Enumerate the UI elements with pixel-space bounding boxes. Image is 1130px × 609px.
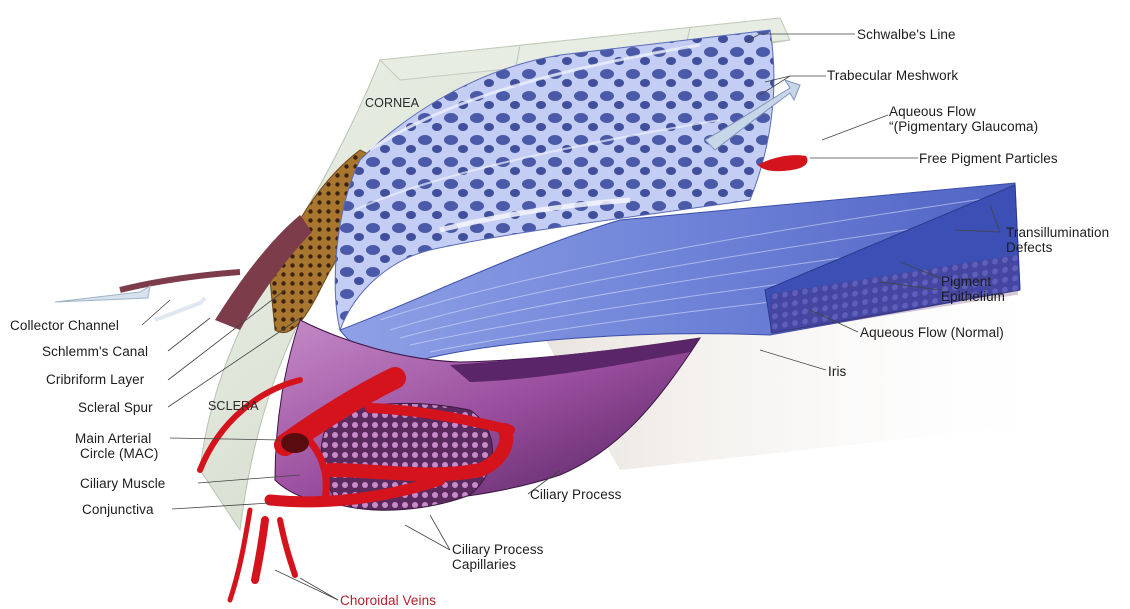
sclera-label: SCLERA xyxy=(208,399,259,414)
schlemms-canal-label: Schlemm's Canal xyxy=(42,344,148,359)
main-arterial-circle-label-line2: Circle (MAC) xyxy=(80,446,158,461)
aqueous-flow-pigmentary-label-line2: “(Pigmentary Glaucoma) xyxy=(889,119,1038,134)
conjunctiva-label: Conjunctiva xyxy=(82,502,154,517)
ciliary-process-capillaries-label-line1: Ciliary Process xyxy=(452,542,544,557)
cornea-label: CORNEA xyxy=(365,96,419,111)
aqueous-flow-pigmentary-label-line1: Aqueous Flow xyxy=(889,104,976,119)
ciliary-process-capillaries-label-line2: Capillaries xyxy=(452,557,516,572)
trabecular-meshwork-label: Trabecular Meshwork xyxy=(827,68,958,83)
free-pigment-particles-label: Free Pigment Particles xyxy=(919,151,1058,166)
transillumination-defects-label-line2: Defects xyxy=(1006,240,1052,255)
main-arterial-circle-label-line1: Main Arterial xyxy=(75,431,151,446)
scleral-spur-label: Scleral Spur xyxy=(78,400,153,415)
ciliary-muscle-label: Ciliary Muscle xyxy=(80,476,165,491)
collector-channel-label: Collector Channel xyxy=(10,318,119,333)
cribriform-layer-label: Cribriform Layer xyxy=(46,372,144,387)
ciliary-process-label: Ciliary Process xyxy=(530,487,622,502)
schwalbes-line-label: Schwalbe's Line xyxy=(857,27,956,42)
pigment-epithelium-label-line1: Pigment xyxy=(941,274,991,289)
choroidal-veins-label: Choroidal Veins xyxy=(340,593,436,608)
aqueous-flow-normal-label: Aqueous Flow (Normal) xyxy=(860,325,1004,340)
iris-label: Iris xyxy=(828,364,846,379)
pigment-epithelium-label-line2: Epithelium xyxy=(941,289,1005,304)
transillumination-defects-label-line1: Transillumination xyxy=(1006,225,1109,240)
